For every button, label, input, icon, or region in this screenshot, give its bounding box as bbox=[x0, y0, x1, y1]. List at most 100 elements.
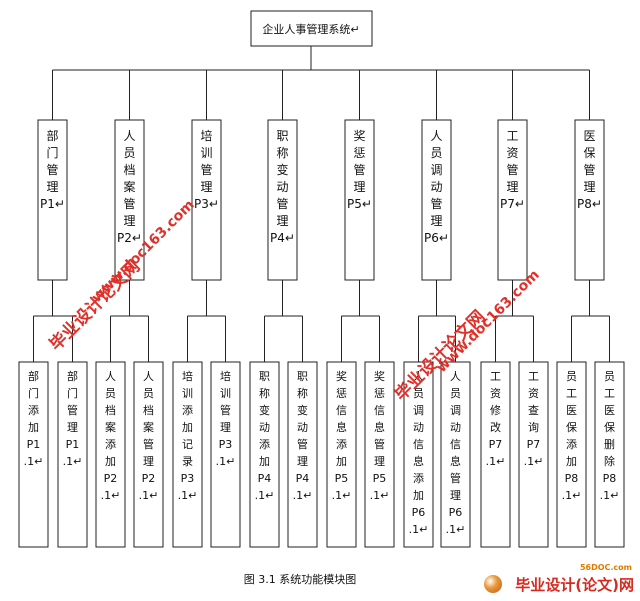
label-line: P3 bbox=[219, 438, 233, 451]
label-line: P8 bbox=[565, 472, 579, 485]
submodule-box bbox=[364, 361, 395, 548]
module-layer: 部门管理P1↵人员档案管理P2↵培训管理P3↵职称变动管理P4↵奖惩管理P5↵人… bbox=[37, 119, 605, 281]
label-line: 培 bbox=[182, 369, 193, 383]
label-line: P7↵ bbox=[500, 197, 525, 211]
label-line: 询 bbox=[528, 421, 539, 434]
label-line: 添 bbox=[336, 437, 347, 451]
figure-caption: 图 3.1 系统功能模块图 bbox=[243, 573, 357, 586]
label-line: 记 bbox=[182, 438, 193, 451]
label-line: 加 bbox=[566, 455, 577, 468]
label-line: P2 bbox=[142, 472, 156, 485]
submodule-box bbox=[18, 361, 49, 548]
label-line: P1 bbox=[27, 438, 41, 451]
label-line: .1↵ bbox=[216, 455, 236, 468]
label-line: 理 bbox=[450, 489, 461, 502]
label-line: 门 bbox=[28, 386, 39, 400]
label-line: P2↵ bbox=[117, 231, 142, 245]
label-line: 调 bbox=[430, 163, 442, 177]
label-line: 管 bbox=[353, 162, 365, 177]
label-line: 理 bbox=[220, 421, 231, 434]
label-line: 职 bbox=[259, 370, 270, 383]
submodule-box bbox=[594, 361, 625, 548]
label-line: P6 bbox=[412, 506, 426, 519]
submodule-box bbox=[210, 361, 241, 548]
label-line: 管 bbox=[143, 437, 154, 451]
label-line: 添 bbox=[105, 437, 116, 451]
module-box bbox=[191, 119, 222, 281]
label-line: P4 bbox=[258, 472, 272, 485]
label-line: 员 bbox=[123, 146, 135, 160]
submodule-box bbox=[403, 361, 434, 548]
label-line: 惩 bbox=[353, 146, 365, 160]
label-line: 添 bbox=[28, 403, 39, 417]
label-line: .1↵ bbox=[178, 489, 198, 502]
label-line: P7 bbox=[527, 438, 541, 451]
label-line: 息 bbox=[374, 420, 385, 434]
label-line: 动 bbox=[276, 180, 288, 194]
label-line: 管 bbox=[67, 403, 78, 417]
label-line: P8↵ bbox=[577, 197, 602, 211]
label-line: P8 bbox=[603, 472, 617, 485]
label-line: .1↵ bbox=[562, 489, 582, 502]
label-line: 训 bbox=[220, 387, 231, 400]
submodule-box bbox=[249, 361, 280, 548]
label-line: 加 bbox=[105, 455, 116, 468]
submodule-box bbox=[57, 361, 88, 548]
label-line: 改 bbox=[490, 420, 501, 434]
label-line: 信 bbox=[336, 404, 347, 417]
label-line: 添 bbox=[566, 437, 577, 451]
label-line: 奖 bbox=[374, 369, 385, 383]
label-line: P7 bbox=[489, 438, 503, 451]
label-line: 医 bbox=[583, 129, 595, 143]
label-line: 加 bbox=[259, 455, 270, 468]
label-line: 人 bbox=[143, 370, 154, 383]
logo-site-text: 56DOC.com bbox=[579, 563, 632, 572]
label-line: 资 bbox=[490, 387, 501, 400]
label-line: 信 bbox=[413, 438, 424, 451]
label-line: 称 bbox=[259, 386, 270, 400]
label-line: 删 bbox=[604, 438, 615, 451]
label-line: .1↵ bbox=[600, 489, 620, 502]
label-line: 理 bbox=[583, 180, 595, 194]
label-line: 理 bbox=[46, 180, 58, 194]
label-line: P5 bbox=[373, 472, 387, 485]
label-line: 录 bbox=[182, 455, 193, 468]
label-line: .1↵ bbox=[255, 489, 275, 502]
label-line: 调 bbox=[450, 404, 461, 417]
module-box bbox=[421, 119, 452, 281]
label-line: 保 bbox=[583, 146, 595, 160]
label-line: 修 bbox=[490, 403, 501, 417]
label-line: 门 bbox=[46, 145, 58, 160]
label-line: 工 bbox=[528, 370, 539, 383]
label-line: 员 bbox=[604, 370, 615, 383]
label-line: 医 bbox=[566, 404, 577, 417]
label-line: .1↵ bbox=[446, 523, 466, 536]
label-line: 案 bbox=[105, 420, 116, 434]
label-line: .1↵ bbox=[139, 489, 159, 502]
label-line: 人 bbox=[413, 370, 424, 383]
submodule-box bbox=[95, 361, 126, 548]
label-line: 息 bbox=[413, 454, 424, 468]
module-box bbox=[574, 119, 605, 281]
logo-main-text: 毕业设计(论文)网 bbox=[515, 576, 634, 594]
root-node: 企业人事管理系统↵ bbox=[250, 10, 373, 47]
label-line: P2 bbox=[104, 472, 118, 485]
label-line: 理 bbox=[200, 180, 212, 194]
label-line: P3↵ bbox=[194, 197, 219, 211]
label-line: 工 bbox=[566, 387, 577, 400]
module-box bbox=[344, 119, 375, 281]
label-line: .1↵ bbox=[332, 489, 352, 502]
label-line: 人 bbox=[123, 129, 135, 143]
label-line: P4↵ bbox=[270, 231, 295, 245]
submodule-box bbox=[440, 361, 471, 548]
